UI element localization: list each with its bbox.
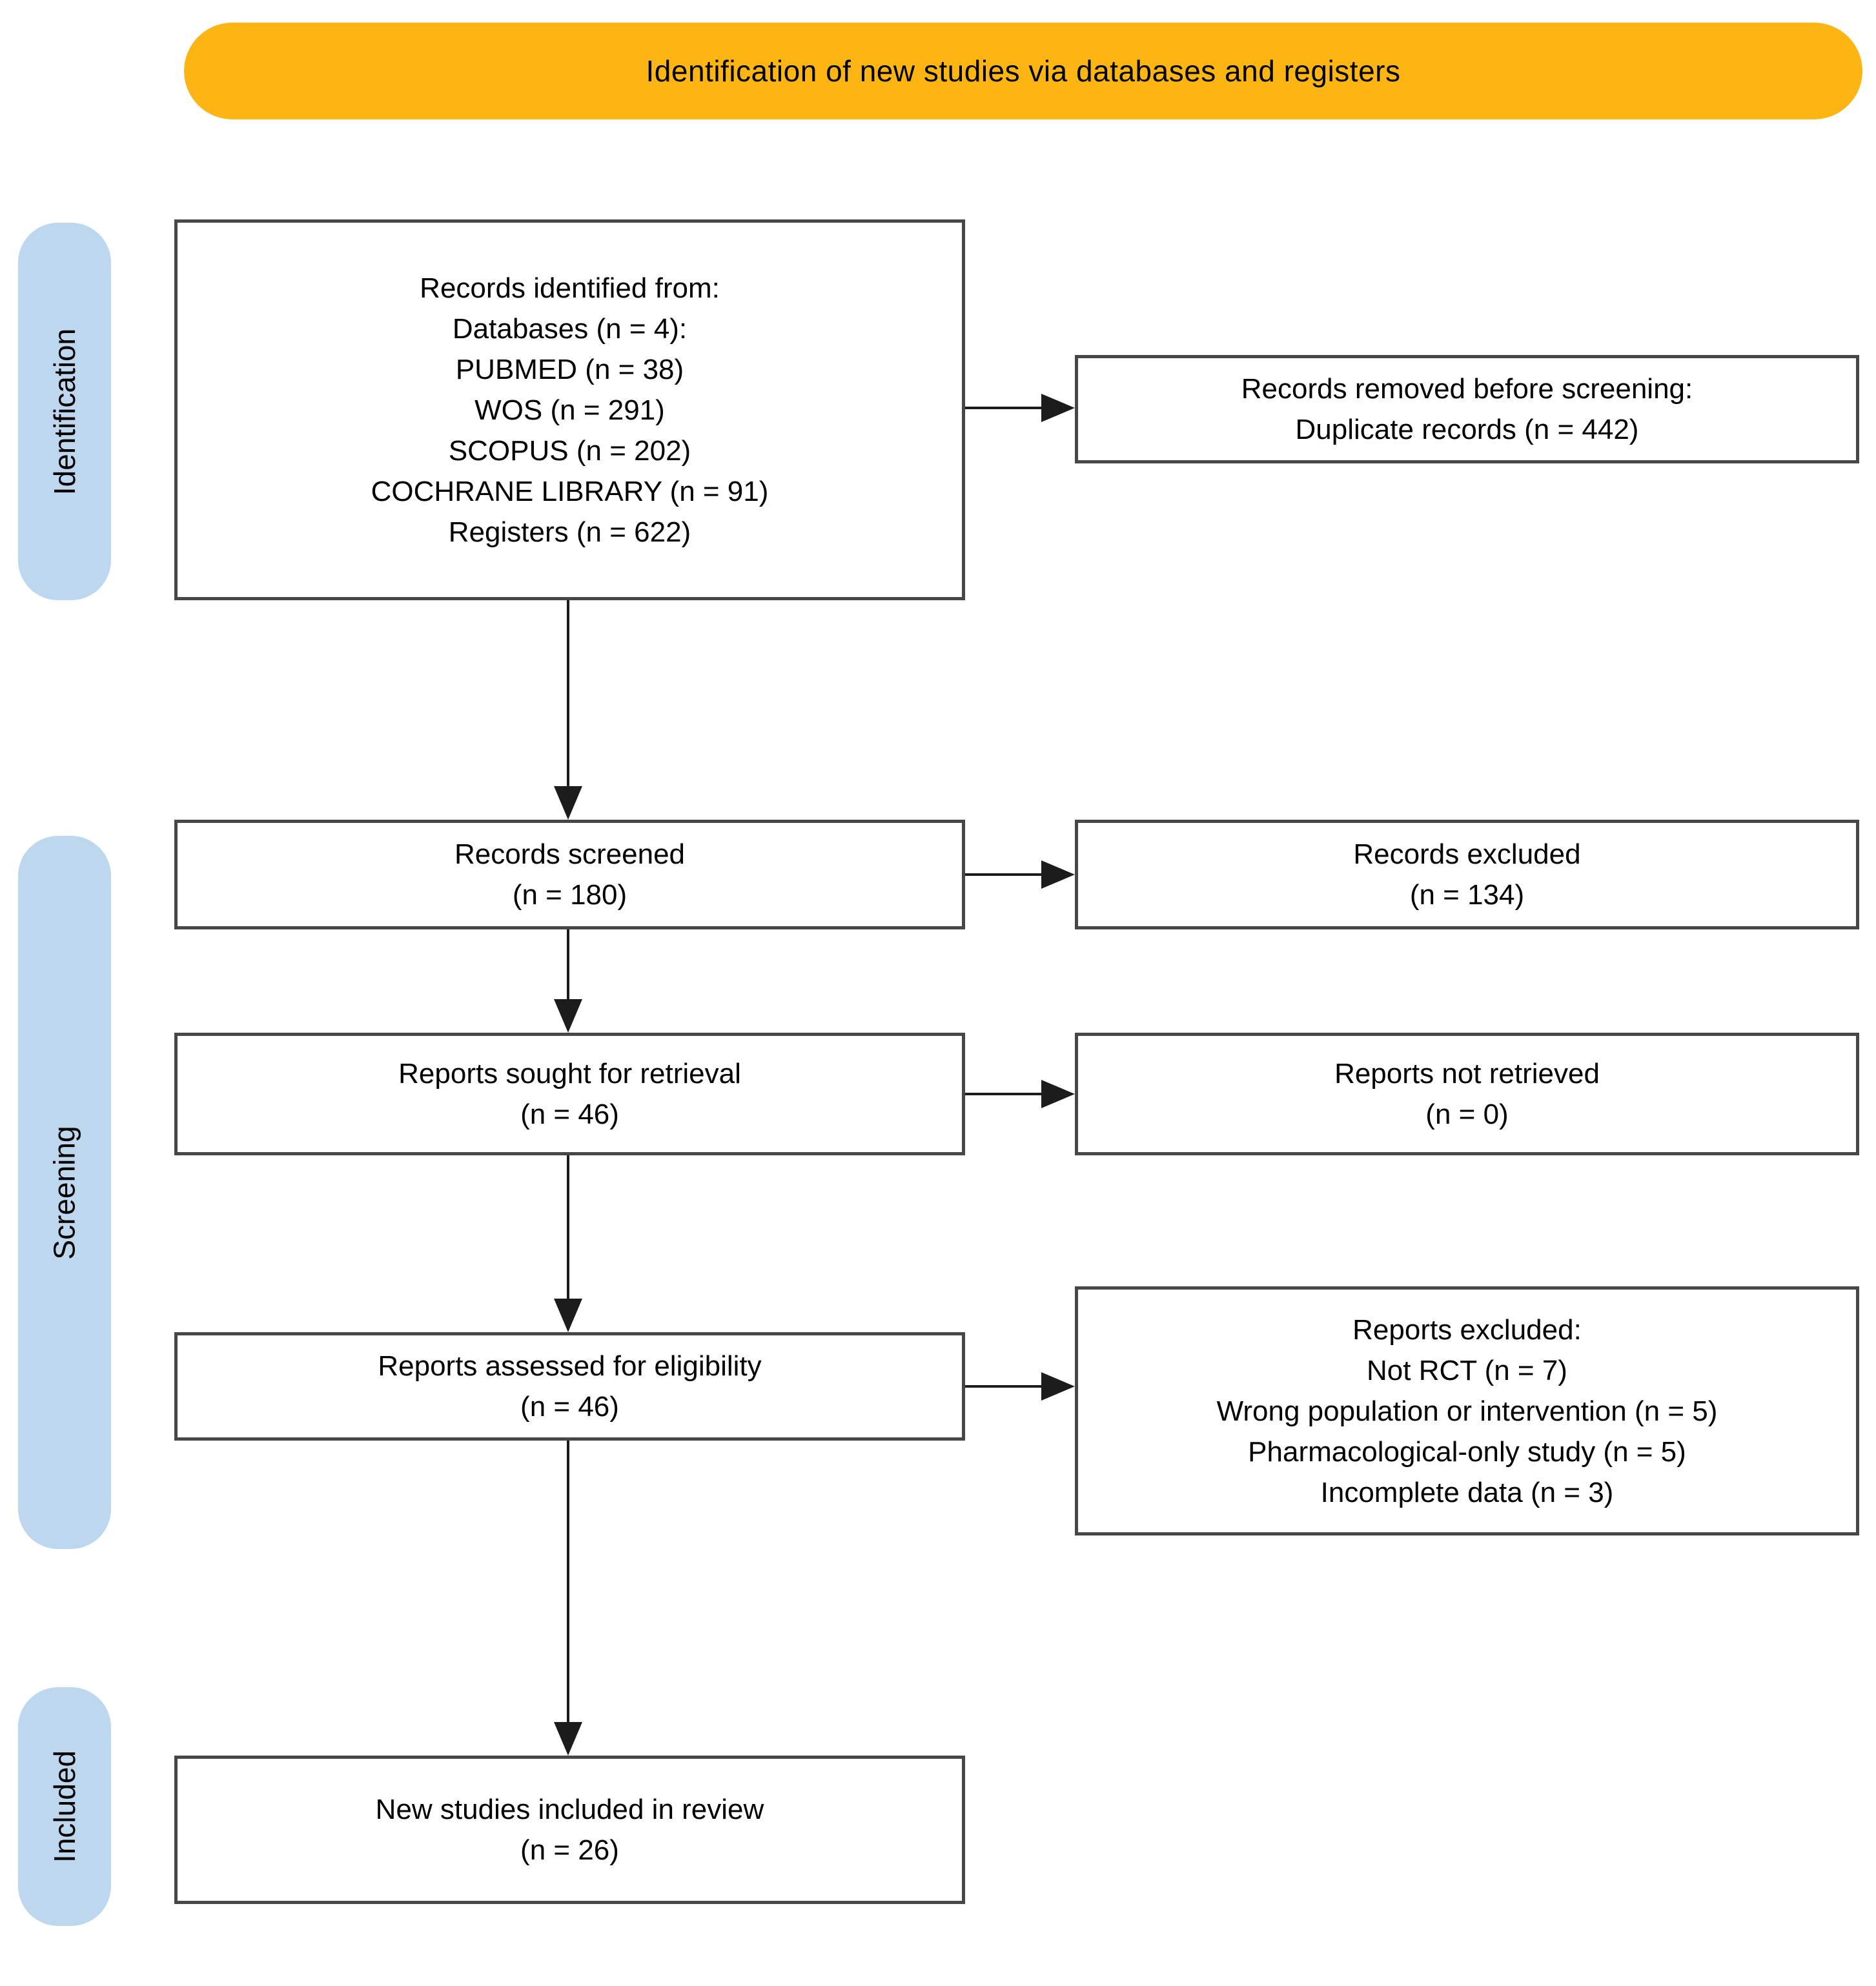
arrow-screened-to-excluded-line — [965, 873, 1043, 876]
stage-label-included: Included — [48, 1750, 82, 1863]
arrow-identified-to-screened-head — [554, 786, 582, 820]
box-new-studies-included: New studies included in review (n = 26) — [174, 1756, 965, 1904]
arrow-sought-to-not-retrieved-head — [1041, 1080, 1075, 1108]
box-reports-assessed: Reports assessed for eligibility (n = 46… — [174, 1332, 965, 1441]
arrow-assessed-to-included-line — [567, 1441, 569, 1722]
arrow-identified-to-removed-line — [965, 407, 1043, 409]
stage-pill-screening: Screening — [18, 836, 111, 1549]
arrow-identified-to-removed-head — [1041, 394, 1075, 422]
arrow-assessed-to-reports-excluded-head — [1041, 1372, 1075, 1401]
banner-title: Identification of new studies via databa… — [646, 54, 1401, 88]
arrow-screened-to-excluded-head — [1041, 860, 1075, 889]
stage-pill-included: Included — [18, 1687, 111, 1926]
box-records-identified: Records identified from: Databases (n = … — [174, 219, 965, 600]
box-reports-excluded-text: Reports excluded: Not RCT (n = 7) Wrong … — [1216, 1313, 1718, 1508]
arrow-identified-to-screened-line — [567, 600, 569, 786]
arrow-sought-to-not-retrieved-line — [965, 1093, 1043, 1095]
arrow-sought-to-assessed-head — [554, 1299, 582, 1332]
box-reports-assessed-text: Reports assessed for eligibility (n = 46… — [378, 1350, 762, 1423]
arrow-screened-to-sought-head — [554, 999, 582, 1033]
box-reports-sought: Reports sought for retrieval (n = 46) — [174, 1033, 965, 1155]
banner: Identification of new studies via databa… — [184, 23, 1862, 119]
box-records-screened: Records screened (n = 180) — [174, 820, 965, 929]
box-reports-not-retrieved: Reports not retrieved (n = 0) — [1075, 1033, 1859, 1155]
box-records-excluded: Records excluded (n = 134) — [1075, 820, 1859, 929]
stage-label-screening: Screening — [48, 1125, 82, 1260]
box-records-excluded-text: Records excluded (n = 134) — [1353, 838, 1581, 911]
box-records-identified-text: Records identified from: Databases (n = … — [371, 272, 769, 548]
box-reports-not-retrieved-text: Reports not retrieved (n = 0) — [1334, 1058, 1600, 1130]
box-reports-sought-text: Reports sought for retrieval (n = 46) — [398, 1058, 741, 1130]
arrow-screened-to-sought-line — [567, 929, 569, 999]
box-reports-excluded: Reports excluded: Not RCT (n = 7) Wrong … — [1075, 1286, 1859, 1535]
box-records-removed: Records removed before screening: Duplic… — [1075, 355, 1859, 463]
stage-label-identification: Identification — [48, 328, 81, 495]
box-records-screened-text: Records screened (n = 180) — [454, 838, 686, 911]
stage-pill-identification: Identification — [18, 223, 111, 600]
box-records-removed-text: Records removed before screening: Duplic… — [1241, 373, 1693, 445]
arrow-assessed-to-included-head — [554, 1722, 582, 1756]
arrow-assessed-to-reports-excluded-line — [965, 1385, 1043, 1388]
box-new-studies-included-text: New studies included in review (n = 26) — [375, 1794, 764, 1866]
arrow-sought-to-assessed-line — [567, 1155, 569, 1299]
